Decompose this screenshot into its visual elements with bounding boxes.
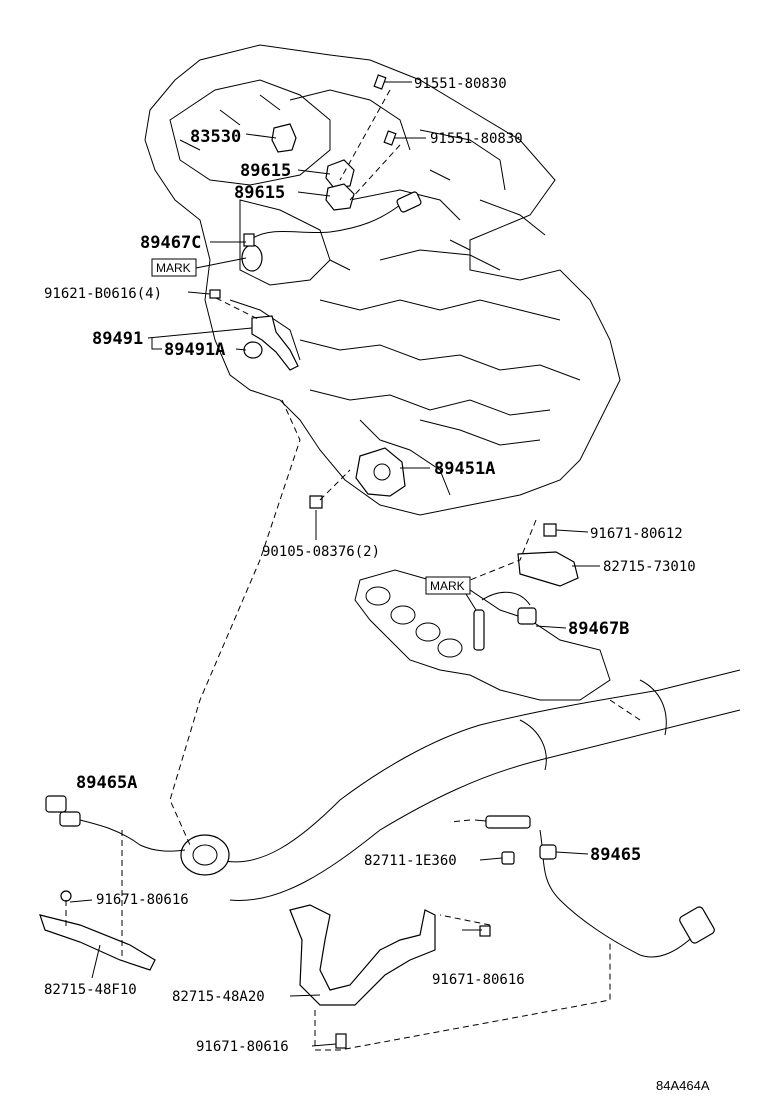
- label-91671-80612: 91671-80612: [590, 526, 683, 542]
- bolt-91551-b-icon: [383, 130, 397, 146]
- oxygen-sensor-89467C-icon: [241, 191, 422, 272]
- sensor-89615-b-icon: [325, 183, 355, 211]
- bolt-91551-a-icon: [373, 74, 387, 90]
- label-91671-80616-c: 91671-80616: [196, 1039, 289, 1055]
- mark-label-mid: MARK: [430, 579, 465, 593]
- label-91671-80616-a: 91671-80616: [96, 892, 189, 908]
- label-89491: 89491: [92, 329, 143, 349]
- sensor-89615-a-icon: [325, 159, 355, 189]
- label-82711-1E360: 82711-1E360: [364, 853, 457, 869]
- oxygen-sensor-89467B-icon: [473, 591, 537, 651]
- label-90105-08376: 90105-08376(2): [262, 544, 380, 560]
- label-89491A: 89491A: [164, 340, 225, 360]
- sensor-83530-icon: [271, 123, 297, 153]
- label-82715-48F10: 82715-48F10: [44, 982, 137, 998]
- mark-label-top: MARK: [156, 261, 191, 275]
- mark-box-top: [151, 258, 197, 277]
- figure-code: 84A464A: [656, 1078, 710, 1093]
- label-89465: 89465: [590, 845, 641, 865]
- engine-block-drawing: [144, 44, 621, 516]
- sensor-89451A-icon: [355, 447, 406, 497]
- label-91671-80616-b: 91671-80616: [432, 972, 525, 988]
- oxygen-sensor-89465A-icon: [45, 795, 186, 852]
- label-89465A: 89465A: [76, 773, 137, 793]
- label-89451A: 89451A: [434, 459, 495, 479]
- bracket-82715-73010-icon: [517, 551, 579, 587]
- label-82715-48A20: 82715-48A20: [172, 989, 265, 1005]
- label-91551-80830-a: 91551-80830: [414, 76, 507, 92]
- bolt-91671-80616-b-icon: [479, 925, 491, 937]
- label-89467B: 89467B: [568, 619, 629, 639]
- leader-lines: [69, 81, 600, 1047]
- label-91551-80830-b: 91551-80830: [430, 131, 523, 147]
- bolt-91621-icon: [209, 289, 221, 299]
- label-83530: 83530: [190, 127, 241, 147]
- bolt-91671-80616-c-icon: [335, 1033, 347, 1049]
- exhaust-pipe-drawing: [180, 669, 741, 901]
- label-89615-b: 89615: [234, 183, 285, 203]
- label-82715-73010: 82715-73010: [603, 559, 696, 575]
- dashed-reference-lines: [65, 89, 641, 1051]
- mark-box-mid: [425, 576, 471, 595]
- label-89467C: 89467C: [140, 233, 201, 253]
- clip-82711-icon: [501, 851, 515, 865]
- bolt-90105-icon: [309, 495, 323, 509]
- bracket-82715-48A20-icon: [289, 904, 436, 1006]
- label-91621-B0616: 91621-B0616(4): [44, 286, 162, 302]
- bolt-91671-80612-icon: [543, 523, 557, 537]
- oxygen-sensor-89465-icon: [474, 815, 715, 958]
- label-89615-a: 89615: [240, 161, 291, 181]
- bracket-89491-icon: [243, 315, 299, 371]
